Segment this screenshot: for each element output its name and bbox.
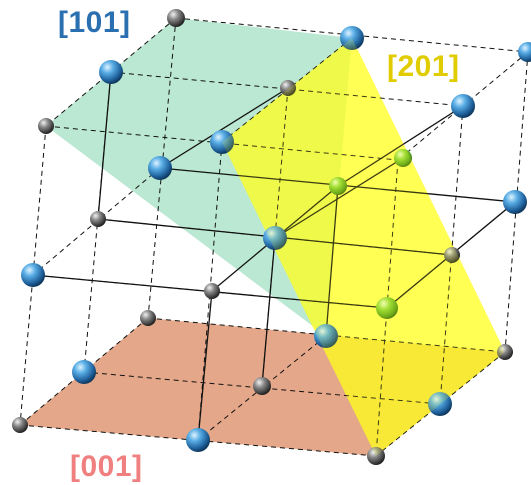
atom-gray	[253, 377, 271, 395]
atom-blue	[72, 360, 96, 384]
atom-blue	[451, 94, 475, 118]
atom-gray	[204, 283, 220, 299]
atom-blue	[21, 263, 45, 287]
plane-001-label: [001]	[70, 450, 143, 483]
plane-101	[46, 18, 352, 336]
atom-gray	[280, 80, 296, 96]
atom-gray	[140, 310, 156, 326]
atom-blue	[99, 60, 123, 84]
atom-green	[376, 297, 398, 319]
atom-blue	[428, 392, 452, 416]
atom-green	[329, 177, 347, 195]
plane-201-label: [201]	[387, 50, 460, 83]
plane-201	[222, 38, 505, 456]
plane-101-label: [101]	[58, 6, 131, 39]
atom-gray	[497, 344, 513, 360]
atom-blue	[263, 226, 287, 250]
atom-blue	[503, 190, 527, 214]
atom-blue	[210, 130, 234, 154]
atom-gray	[167, 9, 185, 27]
atom-green	[394, 149, 412, 167]
atom-gray	[38, 118, 54, 134]
atom-gray	[444, 247, 460, 263]
atom-blue	[340, 26, 364, 50]
atom-gray	[12, 417, 28, 433]
atom-blue	[314, 324, 338, 348]
plane-201-overlay	[222, 38, 505, 456]
atom-blue	[186, 428, 210, 452]
atom-blue	[148, 156, 172, 180]
atom-gray	[367, 447, 385, 465]
gray-atoms	[12, 9, 513, 465]
atom-gray	[90, 211, 106, 227]
atom-blue	[518, 42, 531, 62]
blue-atoms	[21, 26, 531, 452]
green-atoms	[329, 149, 412, 319]
